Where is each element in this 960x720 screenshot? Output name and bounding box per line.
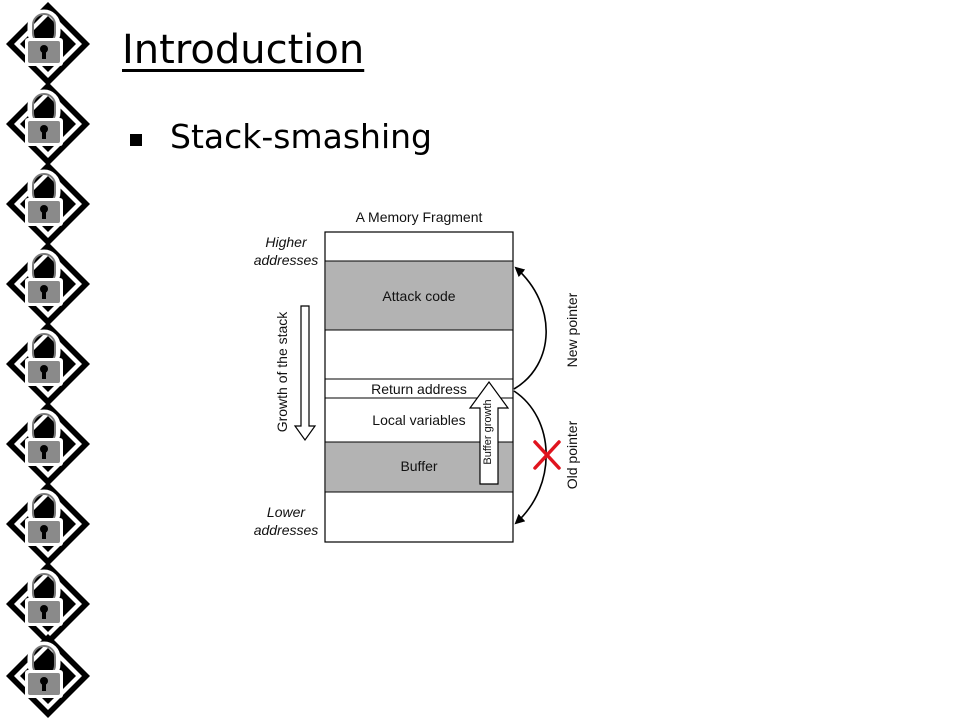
padlock-strip xyxy=(0,0,95,720)
padlock-icon xyxy=(6,562,90,646)
padlock-icon xyxy=(6,322,90,406)
invalid-cross-icon xyxy=(533,440,561,470)
padlock-icon xyxy=(6,162,90,246)
diagram-title: A Memory Fragment xyxy=(356,209,483,225)
padlock-icon xyxy=(6,2,90,86)
higher-addresses-line1: Higher xyxy=(265,234,308,250)
slide-title: Introduction xyxy=(122,27,365,73)
lower-addresses-line1: Lower xyxy=(267,504,306,520)
buffer-label: Buffer xyxy=(400,458,437,474)
lower-addresses-line2: addresses xyxy=(254,522,319,538)
stack-growth-arrow xyxy=(293,305,317,442)
growth-of-stack-label: Growth of the stack xyxy=(274,311,290,433)
old-pointer-arrow xyxy=(513,390,547,525)
memory-fragment-diagram: A Memory Fragment Attack code Return add… xyxy=(254,209,580,543)
attack-code-segment xyxy=(324,260,514,331)
padlock-icon xyxy=(6,402,90,486)
buffer-growth-arrow xyxy=(468,380,510,485)
local-variables-label: Local variables xyxy=(372,412,465,428)
padlock-icon xyxy=(6,634,90,718)
buffer-growth-label: Buffer growth xyxy=(482,399,494,464)
higher-addresses-line2: addresses xyxy=(254,252,319,268)
attack-code-label: Attack code xyxy=(382,288,455,304)
padlock-icon xyxy=(6,482,90,566)
return-address-label: Return address xyxy=(371,381,467,397)
padlock-icon xyxy=(6,82,90,166)
bullet-text: Stack-smashing xyxy=(170,117,432,156)
padlock-icon xyxy=(6,242,90,326)
bullet-icon xyxy=(130,134,142,146)
new-pointer-arrow xyxy=(513,266,547,390)
old-pointer-label: Old pointer xyxy=(564,420,580,489)
new-pointer-label: New pointer xyxy=(564,292,580,367)
